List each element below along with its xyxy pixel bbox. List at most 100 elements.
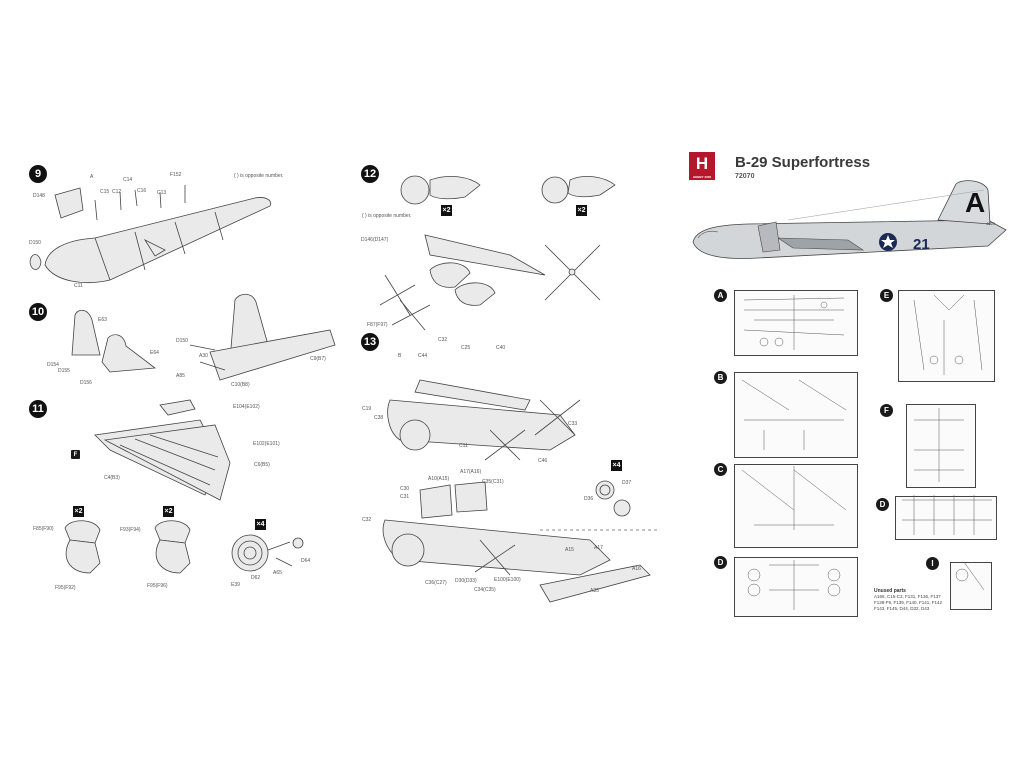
- nacelle-label: F85(F90): [33, 526, 54, 532]
- step-9-fuselage-drawing: [29, 185, 272, 283]
- step-13-label: A17(A16): [460, 469, 482, 475]
- step-13-label: C35(C31): [482, 479, 504, 485]
- step-10-label: D156: [80, 380, 92, 386]
- sprue-f-frame: [906, 404, 976, 488]
- step-10-label: A30: [199, 353, 208, 359]
- b29-profile-drawing: [692, 180, 1007, 259]
- step-9-label: F152: [170, 172, 182, 178]
- step-10-label: D154: [47, 362, 59, 368]
- sprue-tag-d: D: [714, 556, 727, 569]
- step-9-label: D148: [33, 193, 45, 199]
- sprue-tag-c: C: [714, 463, 727, 476]
- step-13-label: C33: [568, 421, 578, 427]
- dashed-separator: [540, 529, 660, 531]
- step-10-label: E63: [98, 317, 107, 323]
- step-13-number: 13: [361, 333, 379, 351]
- step-13-label: A10(A15): [428, 476, 450, 482]
- sprue-e-frame: [898, 290, 995, 382]
- nacelle-label: E39: [231, 582, 240, 588]
- step-13-label: E100(E100): [494, 577, 521, 583]
- step-13-assembly-drawing: [382, 379, 651, 603]
- step-10-label: D155: [58, 368, 70, 374]
- nacelle-parts-drawing: [64, 520, 304, 574]
- sprue-d-frame: [734, 557, 858, 617]
- step-9-label: C15: [100, 189, 110, 195]
- sprue-tag-a: A: [714, 289, 727, 302]
- hobby-2000-logo: H HOBBY 2000: [689, 152, 715, 180]
- step-13-label: B: [398, 353, 402, 359]
- sprue-tag-i: I: [926, 557, 939, 570]
- nacelle-label: D64: [301, 558, 311, 564]
- step-11-label: C4(B3): [104, 475, 120, 481]
- logo-letter: H: [695, 154, 709, 173]
- step-9-note: ( ) is opposite number.: [234, 173, 284, 179]
- step-10-label: C9(B7): [310, 356, 326, 362]
- sprue-tag-e: E: [880, 289, 893, 302]
- logo-text: HOBBY 2000: [692, 175, 712, 179]
- sprue-c-frame: [734, 464, 858, 548]
- step-12-engine-drawing: [379, 175, 616, 331]
- step-12-label: D146(D147): [361, 237, 389, 243]
- step-13-label: C32: [362, 517, 372, 523]
- step-13-label: C11: [459, 443, 468, 449]
- step-12-label: F87(F97): [367, 322, 388, 328]
- nacelle-label: D62: [251, 575, 261, 581]
- nacelle-label: F93(F94): [120, 527, 141, 533]
- sprue-tag-d: D: [876, 498, 889, 511]
- step-13-label: C32: [438, 337, 448, 343]
- nacelle-label: F95(F92): [55, 585, 76, 591]
- step-13-label: D30(D33): [455, 578, 477, 584]
- step-13-label: D36: [584, 496, 594, 502]
- step-11-label: C6(B5): [254, 462, 270, 468]
- tail-letter: A: [965, 187, 986, 218]
- fuselage-number: 21: [913, 236, 930, 253]
- step-13-label: A16: [632, 566, 641, 572]
- sprue-b-frame: [734, 372, 858, 458]
- step-11-label: E104(E102): [233, 404, 260, 410]
- step-13-label: D37: [622, 480, 632, 486]
- step-13-label: C19: [362, 406, 372, 412]
- step-13-label: C25: [461, 345, 471, 351]
- step-13-label: A33: [590, 588, 599, 594]
- sprue-tag-f: F: [880, 404, 893, 417]
- step-11-wing-drawing: [94, 399, 231, 501]
- multiplier-badge: ×2: [163, 506, 174, 517]
- unused-parts-list: A166, C15-C3, F131, F136, F137 F138-F9, …: [874, 594, 943, 611]
- unused-parts-heading: Unused parts: [874, 588, 906, 594]
- step-9-label: D150: [29, 240, 41, 246]
- step-9-label: C13: [157, 190, 167, 196]
- step-10-number: 10: [29, 303, 47, 321]
- step-12-note: ( ) is opposite number.: [362, 213, 412, 219]
- sprue-a-frame: [734, 290, 858, 356]
- step-13-label: C46: [538, 458, 548, 464]
- step-9-label: A: [90, 174, 94, 180]
- step-13-label: C30: [400, 486, 410, 492]
- multiplier-badge: ×4: [255, 519, 266, 530]
- step-13-label: C31: [400, 494, 410, 500]
- step-10-label: E64: [150, 350, 159, 356]
- step-11-label: E102(E101): [253, 441, 280, 447]
- step-13-label: C40: [496, 345, 506, 351]
- step-9-label: C14: [123, 177, 133, 183]
- step-10-label: D150: [176, 338, 188, 344]
- sprue-tag-f: F: [71, 450, 80, 459]
- kit-number: 72070: [735, 173, 755, 180]
- step-9-label: C12: [112, 189, 122, 195]
- multiplier-badge: ×2: [576, 205, 587, 216]
- nacelle-label: F95(F96): [147, 583, 168, 589]
- step-13-label: C34(C35): [474, 587, 496, 593]
- sprue-i-frame: [950, 562, 992, 610]
- step-10-label: C10(B8): [231, 382, 250, 388]
- step-9-label: C11: [74, 283, 83, 289]
- unused-parts-note: Unused parts A166, C15-C3, F131, F136, F…: [874, 588, 954, 612]
- multiplier-badge: ×4: [611, 460, 622, 471]
- step-10-tail-drawing: [71, 293, 336, 381]
- sprue-d-clear-frame: [895, 496, 997, 540]
- sprue-parts-drawing: [741, 294, 992, 610]
- step-11-number: 11: [29, 400, 47, 418]
- step-13-label: A17: [594, 545, 603, 551]
- page-title: B-29 Superfortress: [735, 154, 871, 171]
- step-13-label: A15: [565, 547, 574, 553]
- nacelle-label: A65: [273, 570, 282, 576]
- step-13-label: C38: [374, 415, 384, 421]
